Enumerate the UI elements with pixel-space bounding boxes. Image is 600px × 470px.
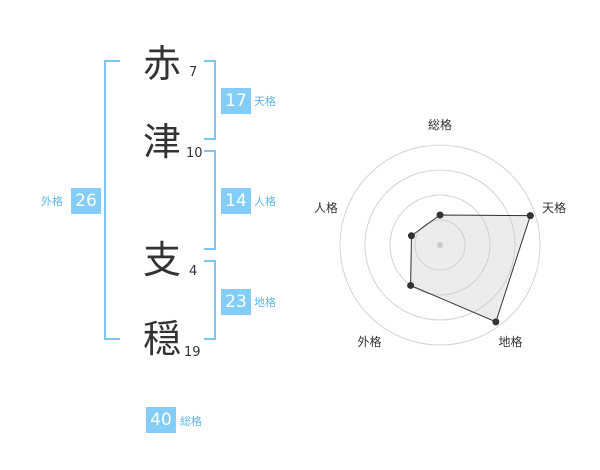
gaikaku-label: 外格 — [41, 195, 63, 208]
stroke-count-3: 4 — [189, 264, 198, 279]
radar-axis-label-0: 総格 — [428, 117, 452, 132]
radar-axis-label-4: 人格 — [314, 200, 338, 215]
radar-point-1 — [526, 212, 534, 220]
soukaku-label: 総格 — [180, 415, 202, 428]
tenkaku-bracket — [204, 60, 216, 140]
stroke-count-1: 7 — [189, 65, 198, 80]
radar-center-dot — [437, 242, 443, 248]
soukaku-value-badge: 40 — [146, 407, 176, 433]
chikaku-label: 地格 — [254, 296, 276, 309]
radar-ring-4 — [339, 144, 541, 346]
jinkaku-label: 人格 — [254, 195, 276, 208]
name-char-1: 赤 — [142, 42, 181, 86]
jinkaku-bracket — [204, 150, 216, 250]
radar-series-area — [410, 214, 532, 323]
name-char-4: 穏 — [142, 317, 181, 361]
radar-point-2 — [492, 318, 500, 326]
chikaku-value-badge: 23 — [221, 289, 251, 315]
radar-axis-label-2: 地格 — [498, 334, 522, 349]
chikaku-bracket — [204, 260, 216, 340]
radar-point-4 — [407, 232, 415, 240]
jinkaku-value-badge: 14 — [221, 188, 251, 214]
radar-ring-3 — [364, 169, 516, 321]
radar-point-3 — [407, 281, 415, 289]
gaikaku-value-badge: 26 — [71, 188, 101, 214]
stroke-count-2: 10 — [186, 146, 203, 161]
stroke-count-4: 19 — [184, 345, 201, 360]
name-char-2: 津 — [142, 120, 181, 164]
radar-ring-1 — [414, 219, 466, 271]
radar-axis-label-3: 外格 — [357, 334, 381, 349]
radar-point-0 — [436, 211, 444, 219]
radar-ring-2 — [389, 194, 491, 296]
name-char-3: 支 — [142, 238, 181, 282]
gaikaku-bracket — [104, 60, 120, 340]
radar-axis-label-1: 天格 — [542, 200, 566, 215]
tenkaku-label: 天格 — [254, 95, 276, 108]
tenkaku-value-badge: 17 — [221, 88, 251, 114]
